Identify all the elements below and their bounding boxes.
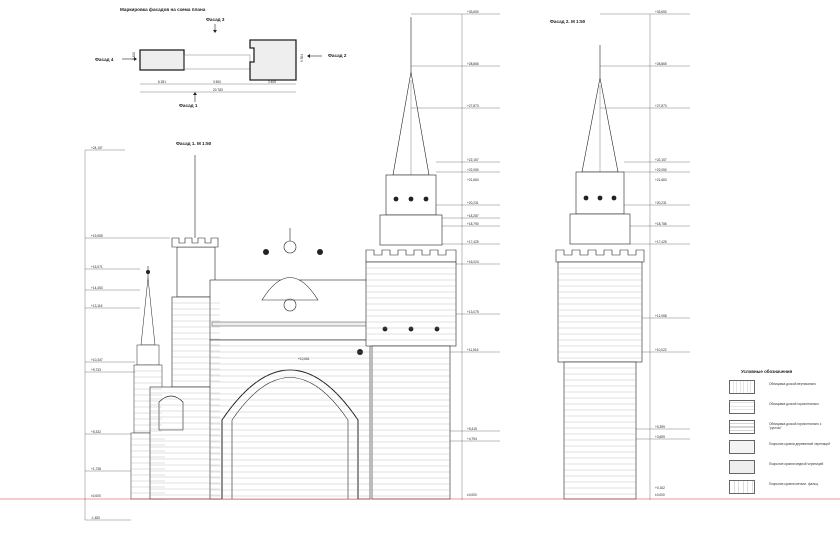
level-r-1: +28,865 (655, 62, 667, 66)
facade1-label: Фасад 1 (179, 103, 198, 108)
legend-text: Покрытие кровли металл. фальц. (769, 482, 819, 486)
level-c-5: +21,663 (467, 178, 479, 182)
legend-panel: Условные обозначения Облицовка доской ве… (727, 364, 833, 514)
legend-item: Облицовка доской горизонтально с "рустом… (727, 420, 833, 436)
plan-dim-5: 9 304 (300, 54, 304, 62)
level-r-10: +10,022 (655, 348, 667, 352)
legend-swatch (729, 420, 755, 434)
legend-swatch (729, 440, 755, 454)
level-l-3: +14,453 (91, 286, 103, 290)
legend-swatch (729, 380, 755, 394)
level-l-2: +15,071 (91, 265, 103, 269)
facade1-title: Фасад 1. М 1:50 (176, 141, 212, 146)
level-l-6: +9,733 (91, 368, 101, 372)
level-c-10: +16,024 (467, 260, 479, 264)
plan-dim-6: 20 783 (213, 88, 223, 92)
level-r-0: +33,650 (655, 10, 667, 14)
level-c-4: +22,050 (467, 168, 479, 172)
level-c-2: +27,873 (467, 104, 479, 108)
level-c-15: +4,794 (467, 437, 477, 441)
facade3-label: Фасад 3 (206, 17, 225, 22)
facade2-label: Фасад 2 (328, 53, 347, 58)
plan-left-block (139, 49, 185, 71)
level-c-12: +11,516 (467, 348, 479, 352)
level-l-1: +19,955 (91, 234, 103, 238)
level-c-9: +17,425 (467, 240, 479, 244)
legend-swatch (729, 460, 755, 474)
level-r-4: +22,050 (655, 168, 667, 172)
level-c-0: +33,650 (467, 10, 479, 14)
level-l-7: +5,332 (91, 430, 101, 434)
level-l-4: +13,116 (91, 304, 103, 308)
right-tower (555, 45, 645, 500)
level-r-13: +0,162 (655, 486, 665, 490)
level-c-6: +20,231 (467, 201, 479, 205)
level-c-3: +22,157 (467, 158, 479, 162)
level-l-0: +24,157 (91, 146, 103, 150)
level-l-9: ±0,000 (91, 494, 101, 498)
level-r-11: +5,399 (655, 425, 665, 429)
level-r-3: +22,157 (655, 158, 667, 162)
legend-title: Условные обозначения (741, 369, 793, 374)
level-l-8: +1,738 (91, 467, 101, 471)
legend-swatch (729, 400, 755, 414)
level-c-8: +18,790 (467, 222, 479, 226)
level-r-9: +12,068 (655, 314, 667, 318)
level-c-1: +28,865 (467, 62, 479, 66)
level-r-12: +3,659 (655, 435, 665, 439)
legend-item: Покрытие кровли медной черепицей (727, 460, 833, 476)
level-r-2: +27,873 (655, 104, 667, 108)
level-c-13: +10,661 (298, 357, 310, 361)
legend-text: Покрытие кровли деревянной черепицей (769, 442, 830, 446)
facade2: Фасад 2. М 1:50 +33,650 +28,865 +27,873 … (550, 10, 690, 500)
gate-arch (209, 228, 371, 500)
plan-dim-1: 6 281 (158, 80, 166, 84)
legend-text: Покрытие кровли медной черепицей (769, 462, 824, 466)
legend-swatch (729, 480, 755, 494)
legend-text: Облицовка доской горизонтально (769, 402, 819, 406)
level-c-11: +13,075 (467, 310, 479, 314)
plan-dim-2: 3 500 (213, 80, 221, 84)
level-c-16: ±0,000 (467, 493, 477, 497)
plan-dim-3: 3 405 (268, 80, 276, 84)
facade4-label: Фасад 4 (95, 57, 114, 62)
plan-right-block (249, 39, 297, 81)
legend-item: Облицовка доской горизонтально (727, 400, 833, 416)
legend-text: Облицовка доской горизонтально с "рустом… (769, 422, 822, 430)
facade1-center-levels: +33,650 +28,865 +27,873 +22,157 +22,050 … (298, 10, 500, 500)
level-r-7: +18,786 (655, 222, 667, 226)
plan-scheme: Маркировка фасадов на схема плана Фасад … (95, 6, 347, 108)
center-tower (365, 17, 457, 500)
level-c-14: +5,415 (467, 427, 477, 431)
legend-text: Облицовка доской вертикально (769, 382, 816, 386)
level-l-5: +10,347 (91, 358, 103, 362)
plan-title: Маркировка фасадов на схема плана (120, 6, 206, 12)
level-l-10: -1,620 (91, 516, 100, 520)
facade1-left-levels: +24,157 +19,955 +15,071 +14,453 +13,116 … (84, 146, 170, 521)
level-r-14: ±0,000 (655, 493, 665, 497)
level-r-8: +17,425 (655, 240, 667, 244)
legend-item: Покрытие кровли деревянной черепицей (727, 440, 833, 456)
plan-dim-4: 2 400 (132, 52, 136, 60)
facade1: Фасад 1. М 1:50 (84, 10, 500, 521)
level-r-5: +21,663 (655, 178, 667, 182)
legend-item: Облицовка доской вертикально (727, 380, 833, 396)
level-c-7: +18,287 (467, 214, 479, 218)
level-r-6: +20,231 (655, 201, 667, 205)
facade2-title: Фасад 2. М 1:50 (550, 19, 586, 24)
legend-item: Покрытие кровли металл. фальц. (727, 480, 833, 496)
facade2-levels: +33,650 +28,865 +27,873 +22,157 +22,050 … (600, 10, 690, 500)
